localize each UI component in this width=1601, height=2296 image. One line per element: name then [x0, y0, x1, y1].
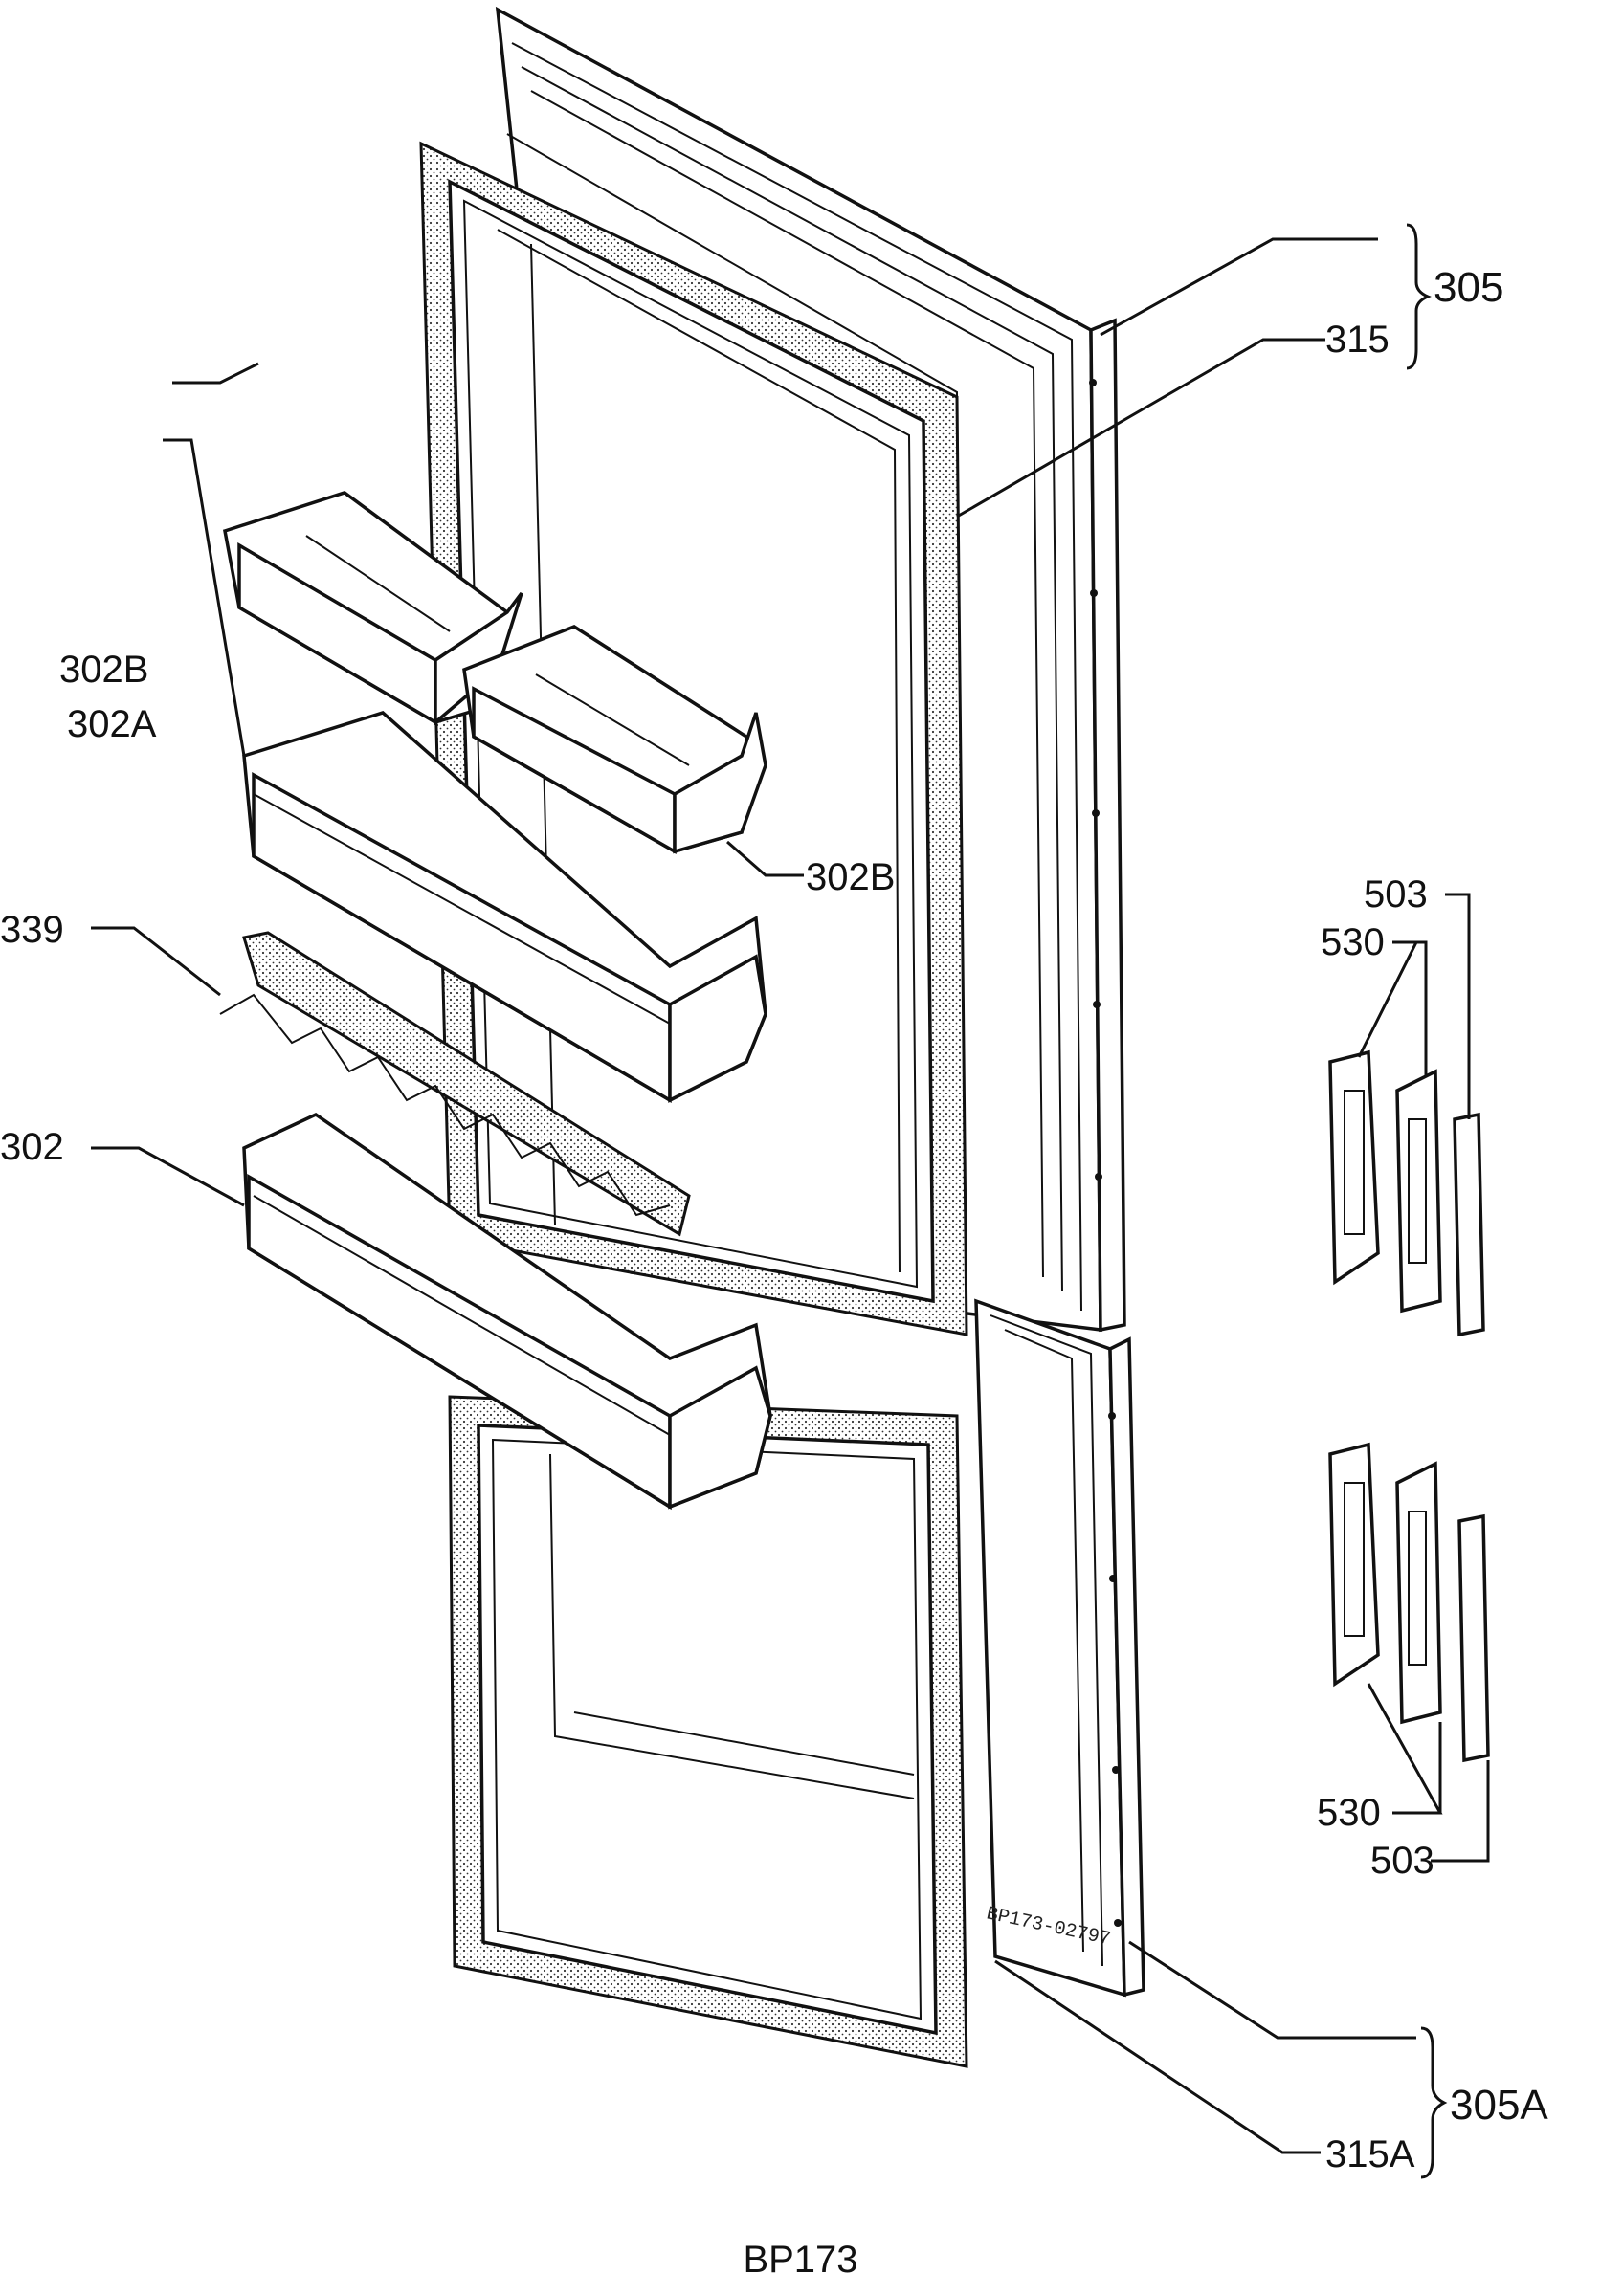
- lower-door-gasket: [448, 1395, 968, 2068]
- small-shelf-302b-right: [462, 625, 767, 855]
- figure-caption: BP173: [743, 2239, 858, 2281]
- label-302: 302: [0, 1126, 64, 1168]
- cover-503-lower: [1457, 1513, 1490, 1763]
- label-302a: 302A: [67, 703, 157, 745]
- label-305a: 305A: [1450, 2082, 1548, 2129]
- cover-503-upper: [1453, 1112, 1485, 1337]
- hinge-530-lower-b: [1395, 1461, 1442, 1725]
- label-530-upper: 530: [1321, 921, 1385, 963]
- label-315: 315: [1325, 319, 1390, 361]
- lower-door-hinge-holes: [1108, 1412, 1122, 1927]
- shelf-302: [242, 1112, 772, 1511]
- label-305: 305: [1434, 264, 1503, 311]
- label-339: 339: [0, 909, 64, 951]
- label-302b-lower: 302B: [806, 856, 895, 898]
- label-315a: 315A: [1325, 2133, 1415, 2175]
- label-503-lower: 503: [1370, 1840, 1434, 1882]
- door-guard-339: [219, 931, 691, 1237]
- small-shelf-302b-left: [222, 491, 523, 726]
- lower-door-outer-panel: [974, 1298, 1145, 1998]
- shelf-302a: [242, 711, 767, 1104]
- label-503-upper: 503: [1364, 873, 1428, 916]
- leader-lines: [91, 223, 1490, 2179]
- label-530-lower: 530: [1317, 1792, 1381, 1834]
- label-302b-upper: 302B: [59, 649, 148, 691]
- hinge-530-upper-b: [1395, 1069, 1442, 1314]
- hinge-530-lower-a: [1328, 1442, 1380, 1688]
- upper-door-hinge-holes: [1089, 379, 1102, 1181]
- hinge-530-upper-a: [1328, 1049, 1380, 1286]
